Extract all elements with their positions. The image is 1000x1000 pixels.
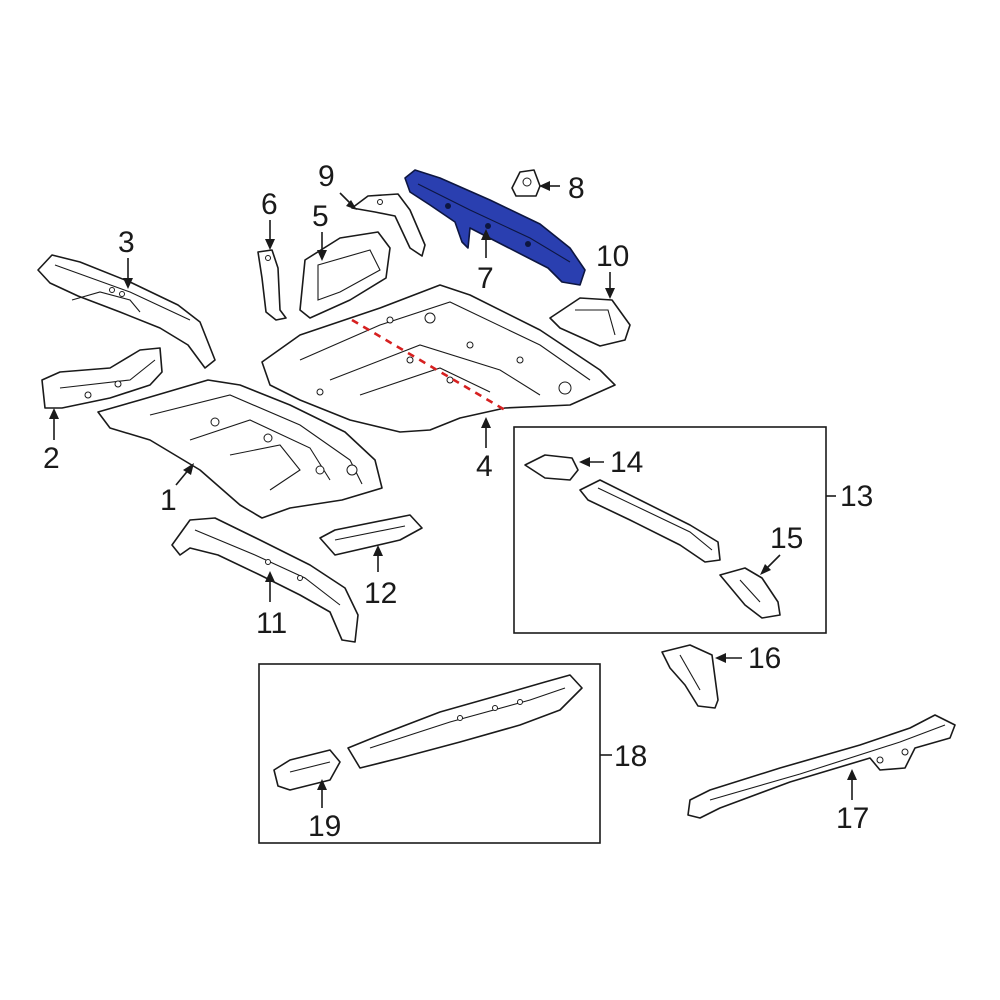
group-18-box (258, 663, 601, 844)
callout-11[interactable]: 11 (256, 607, 287, 640)
part-7-fill (404, 169, 586, 286)
part-5-panel[interactable] (299, 231, 391, 319)
part-14-bracket[interactable] (524, 454, 579, 481)
callout-14[interactable]: 14 (610, 446, 643, 479)
part-8-bracket[interactable] (511, 169, 541, 197)
callout-6[interactable]: 6 (261, 188, 278, 221)
callout-10[interactable]: 10 (596, 240, 629, 273)
part-11-side-rail[interactable] (171, 517, 359, 643)
callout-8[interactable]: 8 (568, 172, 585, 205)
part-3-rail[interactable] (37, 254, 216, 369)
callout-1[interactable]: 1 (160, 484, 177, 517)
callout-19[interactable]: 19 (308, 810, 341, 843)
part-7-crossmember-highlighted[interactable] (404, 169, 586, 286)
part-4-rear-floor-pan[interactable] (261, 284, 616, 433)
part-1-front-floor-pan[interactable] (97, 379, 383, 519)
part-12-reinforcement[interactable] (319, 514, 423, 556)
callout-16[interactable]: 16 (748, 642, 781, 675)
part-6-strap[interactable] (257, 249, 287, 321)
part-18-rail[interactable] (347, 674, 583, 769)
part-19-bracket[interactable] (273, 749, 341, 791)
part-13-rail[interactable] (579, 479, 721, 563)
group-13-box (513, 426, 827, 634)
part-15-bracket[interactable] (719, 567, 781, 619)
callout-7[interactable]: 7 (477, 262, 494, 295)
callout-3[interactable]: 3 (118, 226, 135, 259)
callout-5[interactable]: 5 (312, 200, 329, 233)
callout-labels: 1 2 3 4 5 6 7 8 9 10 11 12 13 14 15 16 1… (43, 160, 873, 843)
callout-15[interactable]: 15 (770, 522, 803, 555)
part-16-bracket[interactable] (661, 644, 719, 709)
cut-line (351, 318, 506, 412)
callout-2[interactable]: 2 (43, 442, 60, 475)
part-17-rail[interactable] (687, 714, 956, 819)
callout-18[interactable]: 18 (614, 740, 647, 773)
part-9-bracket[interactable] (351, 193, 426, 257)
part-2-bracket[interactable] (41, 347, 163, 409)
part-10-bracket[interactable] (549, 297, 631, 347)
callout-17[interactable]: 17 (836, 802, 869, 835)
callout-4[interactable]: 4 (476, 450, 493, 483)
callout-12[interactable]: 12 (364, 577, 397, 610)
callout-13[interactable]: 13 (840, 480, 873, 513)
callout-9[interactable]: 9 (318, 160, 335, 193)
leaders (49, 181, 857, 808)
